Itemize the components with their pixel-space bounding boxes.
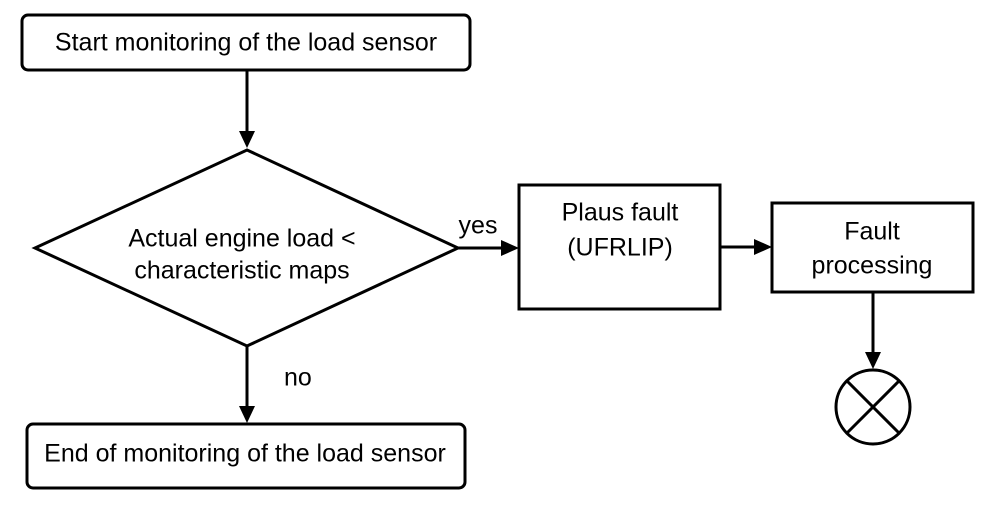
start-node: Start monitoring of the load sensor [20,13,472,72]
no-label: no [284,364,312,392]
edge-processing-to-terminator [865,292,881,369]
plaus-fault-node: Plaus fault (UFRLIP) [517,183,722,311]
decision-line-2: characteristic maps [134,257,349,285]
end-node-label: End of monitoring of the load sensor [44,440,446,468]
plaus-fault-line-2: (UFRLIP) [567,234,673,262]
start-node-label: Start monitoring of the load sensor [55,29,437,57]
arrowhead-icon [501,240,519,256]
fault-processing-line-1: Fault [844,218,900,246]
end-node: End of monitoring of the load sensor [25,422,467,490]
edge-start-to-decision [239,70,255,148]
decision-node: Actual engine load < characteristic maps [31,148,462,348]
arrowhead-icon [239,131,255,148]
arrowhead-icon [754,239,772,255]
yes-label: yes [459,212,498,240]
circle-cross-icon [834,368,912,446]
edge-plaus-to-processing [720,239,772,255]
decision-line-1: Actual engine load < [128,225,355,253]
fault-processing-node: Fault processing [770,201,975,294]
edge-yes: yes [458,212,519,256]
arrowhead-icon [865,352,881,369]
fault-processing-line-2: processing [812,252,933,280]
plaus-fault-line-1: Plaus fault [562,199,679,227]
arrowhead-icon [239,406,255,423]
edge-no: no [239,346,312,423]
